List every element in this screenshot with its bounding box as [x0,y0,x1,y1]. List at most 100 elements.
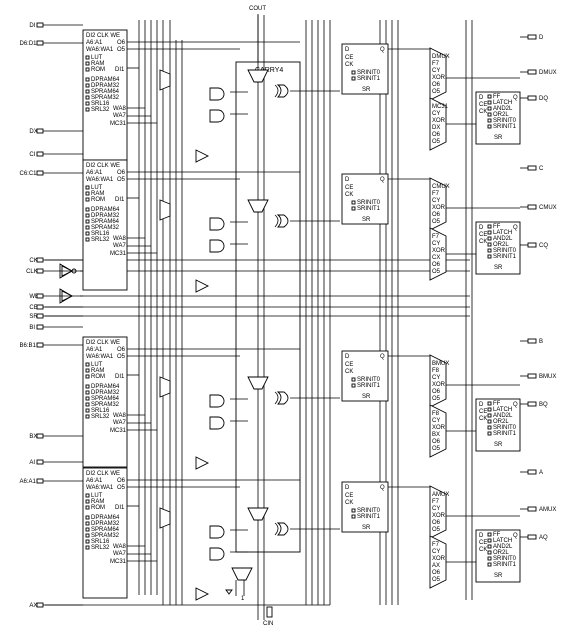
lut-mode: RAM [91,368,104,374]
mode-checkbox [85,231,90,236]
mode-checkbox [85,390,90,395]
mux-input-label: CY [432,375,440,381]
lut-mc31: MC31 [110,251,127,257]
lut-mode: RAM [91,191,104,197]
output-label-aq: AQ [539,535,548,541]
lut-mode: SRL32 [91,414,110,420]
mode-checkbox [85,368,90,373]
ffl-d: D [479,225,484,231]
lut-mode: DPRAM32 [91,390,120,396]
ffl-mode: LATCH [493,230,512,236]
carry-mux [247,376,269,390]
ff-q: Q [380,354,385,360]
mux-input-label: O6 [432,389,441,395]
lut-wa6wa1: WA6:WA1 [86,485,114,491]
input-clk: CLK [26,268,83,275]
mux-input-label: O5 [432,89,441,95]
ffl-mode-checkbox [487,112,492,117]
lut-mode: SPRAM64 [91,219,120,225]
lut-mode: SRL32 [91,237,110,243]
ffl-mode-checkbox [487,230,492,235]
ff-srinit1: SRINIT1 [357,206,381,212]
output-label-amux: AMUX [539,507,556,513]
mux-input-label: CY [432,111,440,117]
input-sr: SR [29,313,83,320]
and-gate [209,87,225,101]
output-bq: BQ [520,401,548,408]
output-pin-bq [527,401,537,407]
lut-di1: DI1 [115,505,125,511]
mode-checkbox [85,89,90,94]
srinit-checkbox [351,508,356,513]
mux-input-label: F7 [432,234,440,240]
output-cmux: CMUX [520,204,557,211]
input-label-sr: SR [29,314,38,320]
f7-mux [159,507,171,529]
mux-input-label: CY [432,68,440,74]
mux-input-label: CY [432,506,440,512]
ff-sr: SR [362,525,371,531]
ff-ce: CE [345,362,353,368]
lut-mode: ROM [91,197,105,203]
output-aq: AQ [520,534,548,541]
lut-mode: DPRAM64 [91,515,120,521]
mode-checkbox [85,83,90,88]
output-label-a: A [539,470,543,476]
input-label-ck: CK [29,258,37,264]
ffl-mode-checkbox [487,254,492,259]
ff-d: D [345,177,350,183]
ffl-mode-checkbox [487,538,492,543]
lut-mode: DPRAM32 [91,213,120,219]
ff-ck: CK [345,369,353,375]
input-label-bi: BI [29,325,35,331]
ffl-q: Q [513,533,518,539]
mux-input-label: O6 [432,262,441,268]
ff-q: Q [380,485,385,491]
ffl-d: D [479,402,484,408]
input-ci: CI [29,151,83,158]
input-pin-d6d1 [36,40,44,46]
lut-mode: SRL16 [91,101,110,107]
mux-input-label: CY [432,198,440,204]
ff-ck: CK [345,500,353,506]
lut-mode: LUT [91,493,103,499]
const-one-label: 1 [241,596,245,602]
ff-sr: SR [362,394,371,400]
ff-sr: SR [362,87,371,93]
output-pin-aq [527,534,537,540]
ff-ce: CE [345,185,353,191]
lut-wa7: WA7 [113,243,126,249]
lut-mode: LUT [91,55,103,61]
output-pin-cmux [527,204,537,210]
lut-mode: SPRAM32 [91,95,120,101]
ffl-mode: FF [493,401,501,407]
input-a6a1: A6:A1 [20,478,83,485]
ff-ce: CE [345,493,353,499]
ff-box [341,173,389,225]
mux-input-label: F7 [432,542,440,548]
mux-input-label: DX [432,125,440,131]
mux-input-label: MC31 [432,104,449,110]
lut-mode: SRL16 [91,539,110,545]
ff-box [341,481,389,533]
input-ax: AX [29,602,83,609]
lut-mc31: MC31 [110,559,127,565]
lut-mode: SRL16 [91,408,110,414]
mux-input-label: F8 [432,411,440,417]
cin-port: CIN [263,606,273,627]
lut-head: DI2 CLK WE [86,340,120,346]
mode-checkbox [85,237,90,242]
buffer-gate [195,456,210,470]
ffl-mode-checkbox [487,242,492,247]
ffl-mode-checkbox [487,544,492,549]
ff-latch-box [475,398,521,452]
carry-init-mux: 1 [225,567,253,602]
ffl-mode: FF [493,224,501,230]
srinit-checkbox [351,377,356,382]
input-d6d1: D6:D1 [20,40,83,47]
lut-head: DI2 CLK WE [86,33,120,39]
lut-box [82,336,128,468]
ff-srinit1: SRINIT1 [357,514,381,520]
f7-mux [159,69,171,91]
